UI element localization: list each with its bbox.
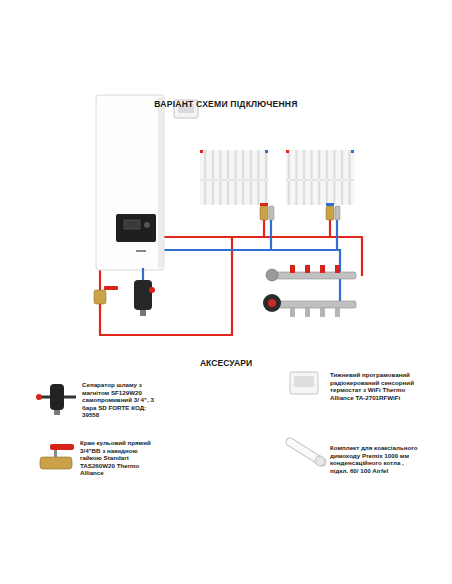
radiator-cap bbox=[200, 150, 203, 153]
radiator bbox=[286, 150, 354, 205]
valve-body bbox=[335, 206, 340, 220]
thermostat-screen bbox=[294, 376, 314, 387]
separator-body bbox=[50, 384, 64, 410]
manifold-cap bbox=[320, 265, 325, 273]
radiator-fins bbox=[200, 150, 268, 205]
mixing-valve bbox=[266, 269, 278, 281]
supply-pipe bbox=[163, 237, 362, 276]
radiator-valves bbox=[260, 203, 340, 220]
accessory-caption: Тижневий програмований радіокерований се… bbox=[330, 371, 414, 401]
separator-drain bbox=[54, 410, 60, 415]
radiator-cap bbox=[265, 150, 268, 153]
manifold-outlet bbox=[305, 308, 310, 317]
manifold-bar bbox=[272, 301, 356, 308]
return-riser bbox=[336, 220, 338, 250]
manifold-bar bbox=[272, 272, 356, 279]
manifold-outlet bbox=[290, 308, 295, 317]
boiler-knob bbox=[144, 222, 150, 228]
flue-kit-icon bbox=[290, 442, 325, 466]
manifold-cap bbox=[305, 265, 310, 273]
valve-cap bbox=[260, 203, 268, 206]
circulation-pump bbox=[263, 294, 281, 312]
radiator-cap bbox=[351, 150, 354, 153]
diagram-title: ВАРІАНТ СХЕМИ ПІДКЛЮЧЕННЯ bbox=[0, 99, 452, 109]
supply-riser bbox=[263, 220, 265, 237]
ball-valve-icon bbox=[40, 444, 74, 469]
radiator-fins bbox=[286, 150, 354, 205]
mixing-manifold bbox=[263, 265, 356, 317]
separator-drain bbox=[140, 310, 146, 316]
valve-handle bbox=[50, 444, 74, 450]
radiator-cap bbox=[286, 150, 289, 153]
valve-body bbox=[94, 290, 106, 304]
accessory-caption: Кран кульовий прямий 3/4"ВВ з накидною г… bbox=[80, 439, 160, 477]
manifold-outlet bbox=[335, 308, 340, 317]
valve-body bbox=[326, 206, 334, 220]
boiler-display bbox=[124, 220, 140, 229]
manifold-cap bbox=[335, 265, 340, 273]
flue-terminal bbox=[315, 456, 325, 466]
boiler-side bbox=[158, 97, 164, 268]
sludge-separator bbox=[134, 268, 155, 316]
boiler-logo bbox=[136, 250, 146, 252]
supply-riser bbox=[329, 220, 331, 237]
valve-cap bbox=[326, 203, 334, 206]
boiler bbox=[96, 95, 164, 270]
manifold-cap bbox=[290, 265, 295, 273]
ball-valve bbox=[94, 286, 118, 304]
thermostat-icon bbox=[290, 372, 318, 394]
valve-body bbox=[269, 206, 274, 220]
separator-mark bbox=[149, 287, 155, 293]
return-riser bbox=[270, 220, 272, 250]
valve-stem bbox=[54, 449, 57, 457]
valve-body bbox=[260, 206, 268, 220]
pump-cover bbox=[268, 299, 276, 307]
section-heading: АКСЕСУАРИ bbox=[170, 358, 282, 368]
accessory-caption: Сепаратор шламу з магнітом SF129W20 само… bbox=[82, 381, 162, 419]
manifold-outlet bbox=[320, 308, 325, 317]
valve-handle bbox=[104, 286, 118, 290]
valve-body bbox=[40, 457, 72, 469]
boiler-panel bbox=[116, 214, 156, 242]
separator-body bbox=[134, 280, 152, 310]
separator-mark bbox=[36, 394, 42, 400]
radiator bbox=[200, 150, 268, 205]
boiler-body bbox=[96, 95, 164, 270]
return-pipe bbox=[142, 268, 144, 280]
thermostat-body bbox=[290, 372, 318, 394]
accessory-caption: Комплект для коаксіального димоходу Prem… bbox=[330, 444, 418, 474]
separator-icon bbox=[36, 384, 76, 415]
